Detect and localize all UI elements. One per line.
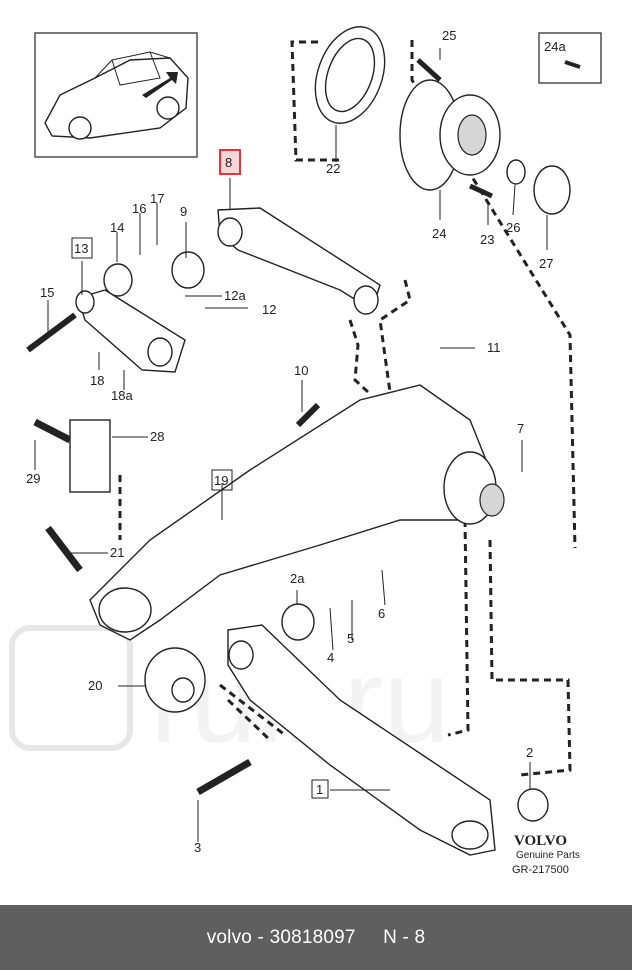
- bushing-2: [517, 788, 549, 822]
- wheel-hub-24: [399, 79, 501, 191]
- bolt-3: [196, 758, 252, 796]
- callout-8: 8: [225, 155, 232, 170]
- footer-brand: volvo: [206, 926, 253, 948]
- callout-6: 6: [378, 606, 385, 621]
- callout-18: 18: [90, 373, 104, 388]
- callout-12: 12: [262, 302, 276, 317]
- lower-arm-1: [227, 624, 496, 856]
- bolt-25: [416, 58, 442, 82]
- leader-lines: [34, 48, 548, 842]
- callout-19: 19: [214, 473, 228, 488]
- callout-16: 16: [132, 201, 146, 216]
- diagram-reference: GR-217500: [512, 864, 569, 876]
- bolt-24a: [564, 60, 581, 69]
- bushing-2a: [281, 603, 315, 641]
- callout-2: 2: [526, 745, 533, 760]
- bushing-20: [144, 647, 206, 713]
- callout-20: 20: [88, 678, 102, 693]
- callout-3: 3: [194, 840, 201, 855]
- callout-11: 11: [487, 340, 501, 355]
- callout-28: 28: [150, 429, 164, 444]
- callout-4: 4: [327, 650, 334, 665]
- assembly-guide-lines: [118, 40, 577, 777]
- trailing-arm-19: [89, 384, 505, 641]
- callout-23: 23: [480, 232, 494, 247]
- callout-22: 22: [326, 161, 340, 176]
- link-13: [75, 289, 186, 373]
- bolt-10: [295, 402, 321, 428]
- callout-box-8-highlight: [219, 149, 241, 175]
- bolt-23: [468, 183, 494, 199]
- exploded-parts-diagram: ruli.ru: [9, 26, 602, 876]
- nut-26: [506, 159, 526, 185]
- callout-12a: 12a: [224, 288, 246, 303]
- callout-15: 15: [40, 285, 54, 300]
- bushing-9: [171, 251, 205, 289]
- footer-gap: [356, 927, 383, 949]
- callout-17: 17: [150, 191, 164, 206]
- volvo-logo-text: VOLVO: [514, 833, 567, 849]
- callout-29: 29: [26, 471, 40, 486]
- callout-box-19: [211, 469, 233, 491]
- callout-labels: 25 24a 22 24 23 26 27 8 17 16 9 14 13 15…: [26, 28, 602, 855]
- bolt-29: [33, 418, 72, 444]
- callout-27: 27: [539, 256, 553, 271]
- footer-part-number: 30818097: [269, 926, 356, 948]
- callout-10: 10: [294, 363, 308, 378]
- volvo-branding: VOLVO Genuine Parts GR-217500: [512, 833, 580, 876]
- callout-2a: 2a: [290, 571, 305, 586]
- callout-box-24a: [538, 32, 602, 84]
- footer-position: N - 8: [383, 926, 426, 948]
- callout-18a: 18a: [111, 388, 133, 403]
- callout-5: 5: [347, 631, 354, 646]
- callout-9: 9: [180, 204, 187, 219]
- diagram-canvas: ruli.ru: [9, 26, 602, 876]
- footer-separator: -: [252, 926, 270, 948]
- callout-24: 24: [432, 226, 446, 241]
- upper-link-8: [217, 207, 381, 315]
- callout-26: 26: [506, 220, 520, 235]
- genuine-parts-text: Genuine Parts: [516, 850, 580, 861]
- bushing-14: [103, 263, 133, 297]
- footer-bar: volvo - 30818097 N - 8: [0, 905, 632, 970]
- callout-24a: 24a: [544, 39, 566, 54]
- callout-25: 25: [442, 28, 456, 43]
- callout-13: 13: [74, 241, 88, 256]
- callout-21: 21: [110, 545, 124, 560]
- bolt-21: [45, 525, 83, 573]
- tone-ring-22: [314, 26, 386, 124]
- callout-1: 1: [316, 782, 323, 797]
- bolt-15: [26, 312, 77, 353]
- callout-box-13: [71, 237, 93, 259]
- cap-27: [533, 165, 571, 215]
- callout-7: 7: [517, 421, 524, 436]
- callout-14: 14: [110, 220, 124, 235]
- car-thumbnail: [34, 32, 198, 158]
- callout-box-1: [311, 779, 329, 799]
- block-28: [69, 419, 111, 493]
